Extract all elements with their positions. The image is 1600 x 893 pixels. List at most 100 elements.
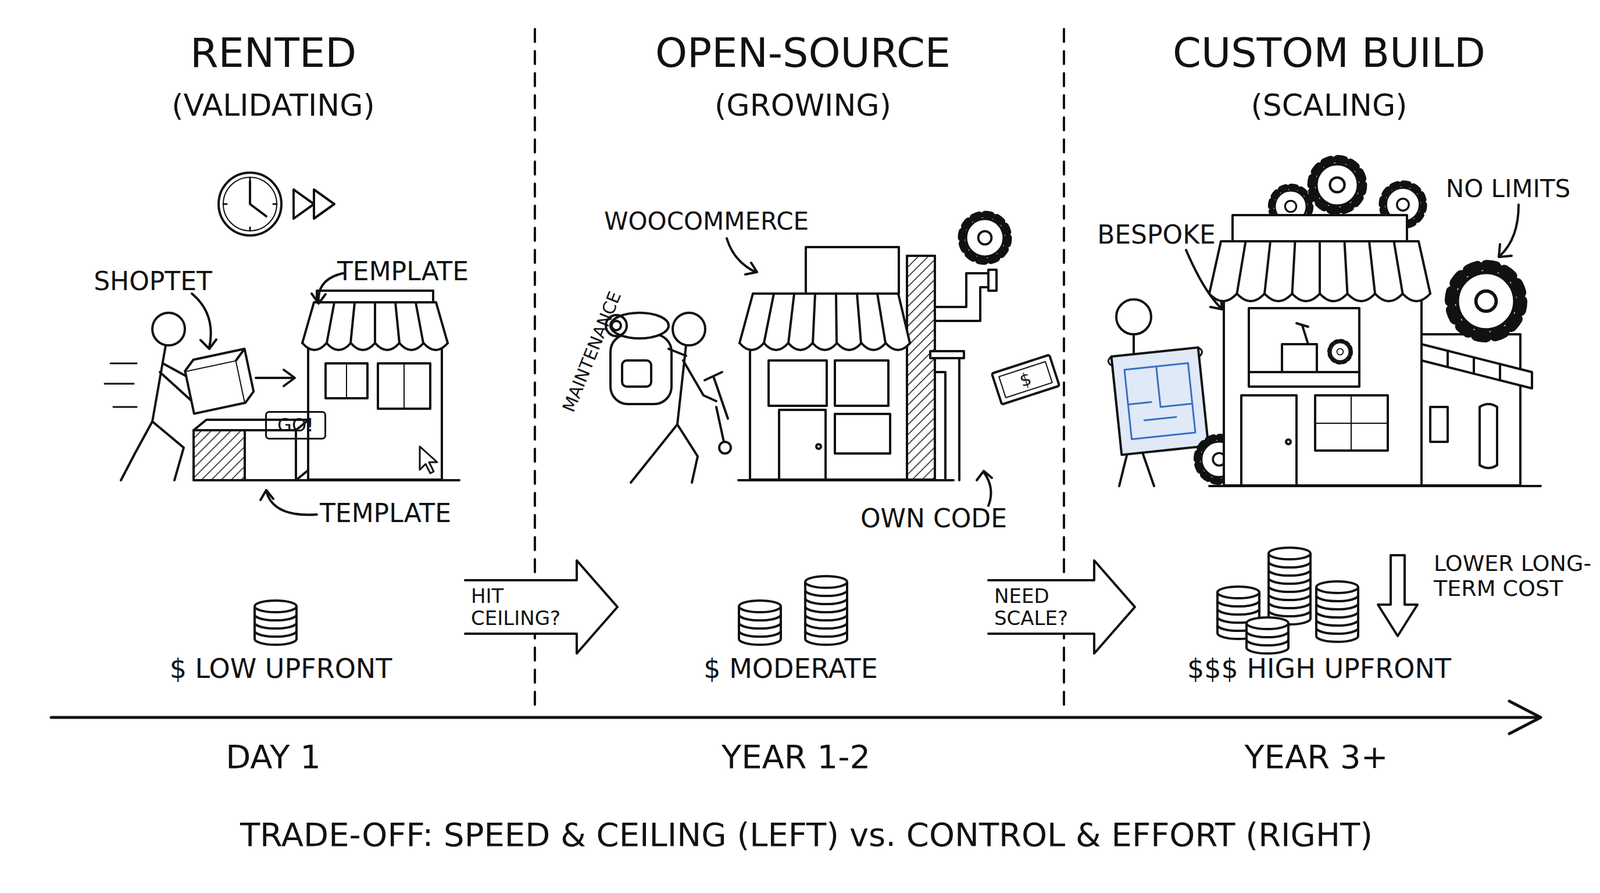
timeline-axis [51,701,1541,734]
coin-stack [1217,586,1260,607]
hiker-figure [605,312,731,483]
custom-shop [1237,241,1403,294]
hiker-figure [716,406,724,442]
custom-shop [1315,395,1388,451]
crate [193,430,245,481]
cost-label: $ MODERATE [703,654,878,685]
leader-arrow [726,238,757,275]
custom-shop [1311,159,1363,211]
clock-icon [223,177,277,231]
column-title: CUSTOM BUILD [1134,30,1524,76]
leader-arrow [191,204,1519,516]
custom-shop [1248,308,1360,387]
rented-shop [302,302,448,344]
coin-stack [1268,547,1311,568]
rented-shop [302,343,448,350]
stage-column: RENTED(VALIDATING)GO! [81,23,466,714]
edge-label: NEED SCALE? [994,584,1096,630]
column-subtitle: (GROWING) [617,88,989,123]
coin-stack [254,600,297,621]
open-source-shop [906,255,935,480]
custom-shop [1209,293,1431,302]
custom-shop [1241,395,1297,486]
coin-stack [805,576,848,596]
crate [243,430,246,481]
column-title: OPEN-SOURCE [617,30,989,76]
planner-figure [1108,347,1213,456]
leader-arrow [260,490,317,516]
planner-figure [1124,363,1196,440]
custom-shop [1209,484,1541,488]
open-source-shop [763,293,886,344]
rented-shop [326,302,424,344]
dollar-bill [998,361,1053,398]
down-arrow [1377,555,1418,637]
open-source-shop [930,351,964,359]
rented-shop [346,363,405,409]
column-subtitle: (SCALING) [1134,88,1524,123]
down-arrow [1377,555,1418,637]
open-source-shop [988,269,997,291]
running-figure [104,363,137,407]
open-source-shop [961,214,1009,262]
timeline-axis [51,716,1539,720]
stage-column: OPEN-SOURCE (GROWING) [617,23,989,714]
hiker-figure [719,441,731,454]
custom-shop [1447,350,1500,381]
open-source-shop [906,255,935,480]
rented-shop [316,290,434,303]
edge-label: HIT CEILING? [470,584,573,630]
coin-stack [254,547,1359,654]
running-figure [120,345,195,481]
open-source-shop [834,413,891,454]
open-source-shop [779,409,826,480]
hiker-figure [610,334,672,405]
custom-shop [1281,344,1317,373]
dollar-bill [991,354,1060,405]
open-source-shop [934,355,960,481]
hiker-figure [672,312,706,346]
rented-shop [293,290,460,481]
open-source-shop [738,214,1009,481]
leader-arrow [1498,204,1519,257]
cost-label: $$$ HIGH UPFRONT [1187,654,1452,685]
custom-shop [1450,265,1522,337]
coin-stack [738,600,781,621]
annotation: TEMPLATE [337,256,469,286]
annotation: TEMPLATE [319,498,452,528]
clock-icon [293,189,335,219]
custom-shop [1197,159,1541,487]
open-source-shop [739,343,910,350]
clock-icon [218,172,282,236]
caption: TRADE-OFF: SPEED & CEILING (LEFT) vs. CO… [240,816,1373,854]
running-figure [104,312,256,481]
go-button: GO! [265,411,327,440]
annotation: BESPOKE [1097,220,1216,249]
running-figure [152,312,185,346]
custom-shop [1315,395,1388,451]
open-source-shop [768,360,827,406]
running-figure [183,348,256,414]
transition-arrow [988,560,1135,654]
clock-icon [218,172,335,236]
custom-shop [1421,344,1532,389]
button-label: GO! [277,415,314,437]
rented-shop [308,325,442,480]
custom-shop [1296,323,1309,345]
hiker-figure [630,345,717,483]
crate [193,430,296,481]
open-source-shop [738,479,954,482]
planner-figure [1108,347,1203,367]
rented-shop [293,479,460,482]
timeline-axis [1509,701,1541,734]
running-figure [183,348,256,414]
leader-arrow [191,293,217,349]
dollar-bill [991,354,1060,405]
clock-icon [223,177,277,231]
cost-label: $ LOW UPFRONT [169,654,393,685]
column-title: RENTED [81,30,466,76]
hiker-figure [622,360,652,387]
timeline-tick: YEAR 1-2 [721,738,871,776]
custom-shop [1223,293,1422,486]
